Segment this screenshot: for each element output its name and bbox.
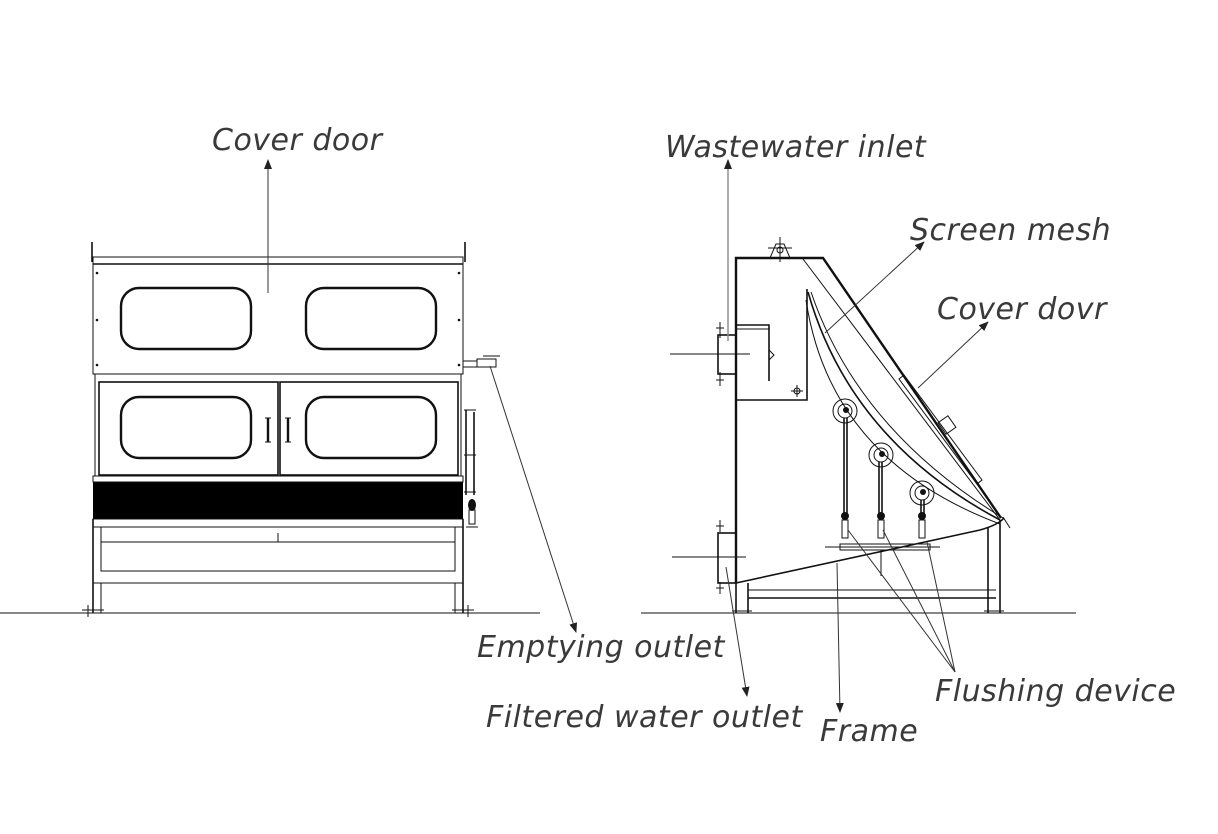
inlet-chamber — [736, 324, 770, 381]
leader-filtered-water-outlet — [725, 566, 750, 697]
label-flushing-device: Flushing device — [935, 674, 1176, 709]
inlet-flange — [670, 322, 750, 386]
screen-mesh-arc — [807, 291, 1001, 521]
label-screen-mesh: Screen mesh — [910, 213, 1111, 248]
leader-cover-door-side — [917, 321, 989, 389]
emptying-outlet-pipe — [462, 355, 500, 368]
label-wastewater-inlet: Wastewater inlet — [665, 130, 927, 165]
lower-door-left — [98, 381, 279, 476]
labels: Cover door Wastewater inlet Screen mesh … — [212, 123, 1176, 749]
window-top-right — [304, 286, 438, 351]
lower-frame — [92, 518, 464, 528]
cover-door-side — [898, 374, 983, 485]
cover-door-panel — [92, 263, 464, 375]
leader-flushing-3 — [926, 541, 956, 673]
flushing-device-3 — [909, 480, 935, 539]
label-cover-door-front: Cover door — [212, 123, 384, 158]
label-cover-door-side: Cover dovr — [937, 292, 1108, 327]
window-bottom-left — [119, 395, 253, 460]
front-view — [0, 242, 540, 617]
flushing-device-1 — [832, 398, 858, 539]
leader-flushing-2 — [882, 529, 956, 673]
leader-emptying-outlet — [489, 365, 578, 633]
sloped-floor — [735, 517, 1005, 584]
door-handles — [265, 417, 291, 443]
flushing-device-2 — [868, 442, 894, 539]
bolt-dots — [95, 271, 461, 367]
side-view — [641, 237, 1076, 614]
top-rail — [92, 256, 464, 265]
label-frame: Frame — [820, 714, 918, 749]
leader-frame — [835, 562, 844, 713]
label-filtered-water-outlet: Filtered water outlet — [486, 700, 803, 735]
label-emptying-outlet: Emptying outlet — [477, 630, 726, 665]
lower-door-right — [279, 381, 459, 476]
leader-flushing-1 — [847, 529, 956, 673]
window-bottom-right — [304, 395, 438, 460]
inner-wall — [736, 289, 808, 401]
filtered-outlet-flange — [672, 520, 746, 594]
base-band — [93, 482, 463, 519]
side-valve-piping — [464, 409, 478, 528]
support-frame — [732, 520, 1004, 613]
lifting-lug — [768, 237, 792, 262]
leader-lines — [264, 159, 989, 713]
leader-screen-mesh — [824, 241, 925, 334]
window-top-left — [119, 286, 253, 351]
